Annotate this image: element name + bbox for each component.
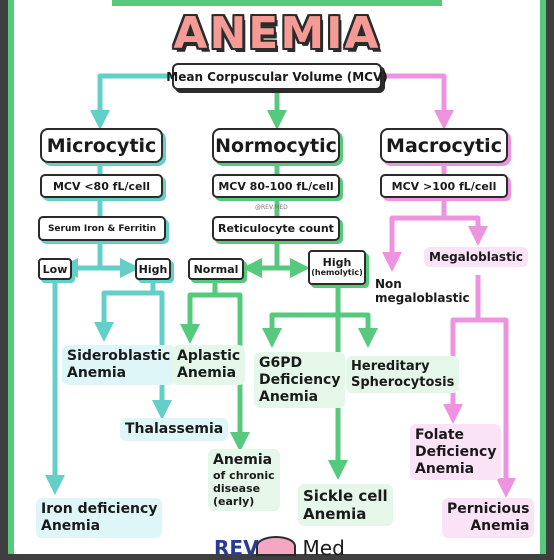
link-hemolytic-spherocytosis — [338, 312, 378, 348]
link-macro-mega — [444, 215, 488, 246]
iron-deficiency-anemia-label: Iron deficiency Anemia — [36, 498, 163, 538]
g6pd-deficiency-anemia-label: G6PD Deficiency Anemia — [254, 352, 346, 409]
normocytic-mcv-range: MCV 80-100 fL/cell — [212, 174, 340, 198]
top-accent-bar — [112, 0, 442, 6]
macrocytic-mcv-range: MCV >100 fL/cell — [380, 174, 508, 198]
non-megaloblastic-label: Non megaloblastic — [370, 274, 475, 309]
brand-rev: REV — [214, 536, 259, 560]
brand-med: Med — [302, 536, 345, 560]
folate-deficiency-anemia-label: Folate Deficiency Anemia — [410, 424, 502, 481]
high-label: High — [322, 256, 352, 270]
link-root-macrocytic — [380, 73, 454, 130]
result-low: Low — [38, 258, 72, 280]
normocytic-node: Normocytic — [212, 128, 340, 163]
serum-iron-test: Serum Iron & Ferritin — [38, 216, 166, 241]
watermark: @REV.MED — [255, 204, 288, 211]
brand-wordmark: REV Med — [214, 536, 345, 560]
link-macro-nonmega — [382, 198, 447, 272]
thalassemia-label: Thalassemia — [120, 418, 229, 441]
reticulocyte-test: Reticulocyte count — [212, 216, 340, 241]
link-mega-pernicious — [478, 317, 516, 498]
link-micro-low — [58, 241, 103, 278]
microcytic-mcv-range: MCV <80 fL/cell — [40, 174, 163, 198]
aplastic-anemia-label: Aplastic Anemia — [172, 345, 246, 385]
link-normo-normal — [242, 241, 280, 278]
link-root-microcytic — [90, 73, 175, 130]
sickle-cell-anemia-label: Sickle cell Anemia — [298, 484, 393, 526]
link-normal-aplastic — [180, 280, 218, 344]
macrocytic-node: Macrocytic — [380, 128, 508, 163]
result-high-hemolytic: High (hemolytic) — [308, 250, 366, 285]
link-normal-chronic — [215, 292, 250, 452]
page-title: ANEMIA — [173, 8, 381, 59]
anemia-chronic-disease-label: Anemia of chronic disease (early) — [208, 449, 280, 512]
link-high-sideroblastic — [94, 280, 156, 342]
result-high-iron: High — [135, 258, 171, 280]
hereditary-spherocytosis-label: Hereditary Spherocytosis — [346, 356, 460, 394]
megaloblastic-label: Megaloblastic — [424, 247, 529, 268]
sideroblastic-anemia-label: Sideroblastic Anemia — [62, 345, 176, 385]
microcytic-node: Microcytic — [40, 128, 163, 163]
link-hemolytic-g6pd — [262, 285, 341, 348]
hemolytic-label: (hemolytic) — [311, 268, 363, 278]
pernicious-anemia-label: Pernicious Anemia — [442, 498, 535, 538]
root-node-mcv: Mean Corpuscular Volume (MCV) — [166, 63, 388, 90]
result-normal: Normal — [188, 258, 244, 280]
